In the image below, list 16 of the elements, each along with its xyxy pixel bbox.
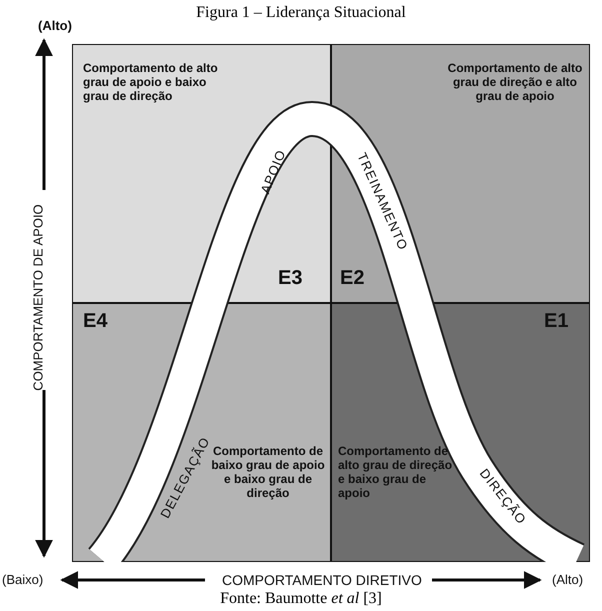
axis-end-label: (Alto)	[552, 572, 584, 587]
style-code: E4	[83, 310, 108, 333]
style-code: E3	[278, 267, 302, 290]
figure-title: Figura 1 – Liderança Situacional	[195, 4, 407, 22]
axis-title: COMPORTAMENTO DIRETIVO	[222, 572, 422, 588]
source-caption: Fonte: Baumotte et al [3]	[219, 590, 383, 608]
quadrant-description: Comportamento de alto grau de apoio e baixo grau de direção	[83, 61, 219, 103]
quadrant-description: Comportamento de alto grau de direção e baixo grau de apoio	[338, 444, 454, 500]
axis-end-label: (Baixo)	[2, 572, 44, 587]
quadrant-panel	[331, 44, 590, 303]
style-code: E2	[340, 267, 364, 290]
axis-title: COMPORTAMENTO DE APOIO	[30, 204, 46, 391]
quadrant-description: Comportamento de baixo grau de apoio e baixo grau de direção	[210, 444, 326, 500]
style-code: E1	[544, 310, 568, 333]
axis-end-label: (Alto)	[38, 18, 72, 33]
quadrant-description: Comportamento de alto grau de direção e alto grau de apoio	[446, 61, 584, 103]
